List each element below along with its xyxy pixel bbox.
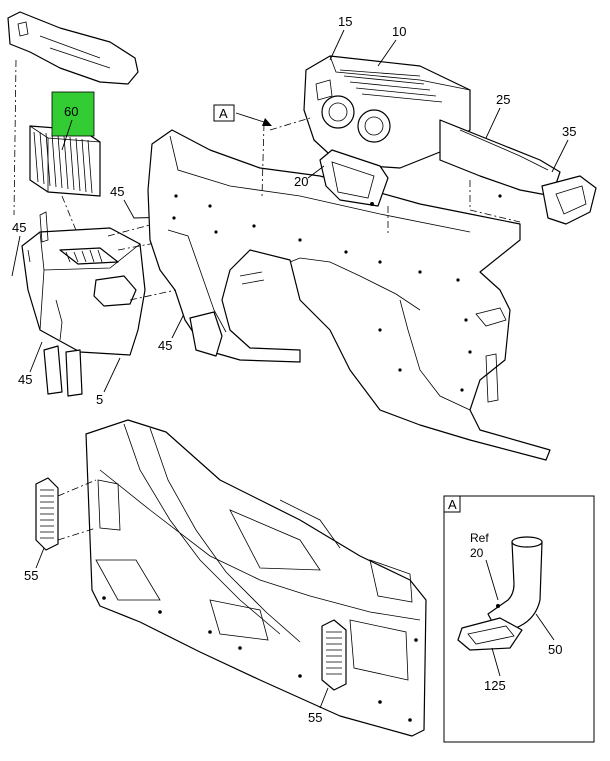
highlight-box-60 bbox=[51, 91, 95, 137]
view-a-box bbox=[213, 104, 235, 122]
phantom-line-housing-a bbox=[107, 205, 223, 237]
detail-duct-elbow bbox=[457, 536, 543, 651]
callout-60: 60 bbox=[64, 104, 78, 119]
leader-15 bbox=[329, 29, 345, 61]
cowl-fastener-dots bbox=[172, 194, 502, 392]
callout-25: 25 bbox=[496, 92, 510, 107]
phantom-line-grille-left bbox=[57, 479, 97, 541]
callout-125: 125 bbox=[484, 678, 506, 693]
leader-55-left bbox=[35, 547, 45, 569]
callout-35: 35 bbox=[562, 124, 576, 139]
hvac-housing bbox=[21, 211, 146, 397]
callout-45-lower-left: 45 bbox=[18, 372, 32, 387]
callout-45-left: 45 bbox=[12, 220, 26, 235]
detail-ref-number: 20 bbox=[470, 546, 484, 560]
leader-50 bbox=[535, 613, 555, 641]
floor-panel bbox=[85, 419, 427, 737]
detail-ref-word: Ref bbox=[470, 531, 489, 545]
view-a-label: A bbox=[219, 106, 228, 121]
drain-tray bbox=[319, 149, 389, 207]
leader-25 bbox=[485, 107, 501, 139]
duct-outlet bbox=[541, 175, 597, 225]
callout-10: 10 bbox=[392, 24, 406, 39]
callout-50: 50 bbox=[548, 642, 562, 657]
detail-view-title-box bbox=[443, 495, 461, 513]
callout-45-upper: 45 bbox=[110, 184, 124, 199]
cabin-air-filter bbox=[29, 125, 101, 197]
callout-20: 20 bbox=[294, 174, 308, 189]
phantom-line-blower-a bbox=[261, 123, 265, 197]
detail-view-title: A bbox=[448, 497, 457, 512]
leader-55-right bbox=[319, 687, 329, 709]
view-a-arrow-line bbox=[235, 112, 265, 123]
leader-125 bbox=[491, 647, 501, 677]
phantom-line-cover bbox=[13, 59, 17, 216]
leader-ref-20 bbox=[485, 559, 499, 601]
callout-15: 15 bbox=[338, 14, 352, 29]
phantom-line-blower-b bbox=[269, 117, 311, 131]
top-cover-panel bbox=[7, 11, 139, 85]
floor-fastener-dots bbox=[102, 596, 418, 722]
leader-60 bbox=[61, 119, 73, 151]
floor-grille-right bbox=[321, 619, 347, 691]
leader-45-lower-left bbox=[29, 341, 43, 373]
callout-55-right: 55 bbox=[308, 710, 322, 725]
callout-5: 5 bbox=[96, 392, 103, 407]
leader-5 bbox=[103, 357, 121, 393]
cowl-panel bbox=[147, 129, 551, 461]
callout-45-center: 45 bbox=[158, 338, 172, 353]
leader-10 bbox=[377, 39, 397, 67]
air-duct bbox=[439, 119, 561, 197]
floor-grille-left bbox=[35, 477, 59, 551]
leader-45-center bbox=[171, 313, 185, 339]
leader-45-left bbox=[11, 235, 21, 277]
leader-20 bbox=[307, 165, 325, 179]
phantom-line-blower-d bbox=[469, 180, 521, 223]
leader-35 bbox=[551, 139, 569, 173]
view-a-arrowhead bbox=[262, 118, 272, 126]
callout-55-left: 55 bbox=[24, 568, 38, 583]
